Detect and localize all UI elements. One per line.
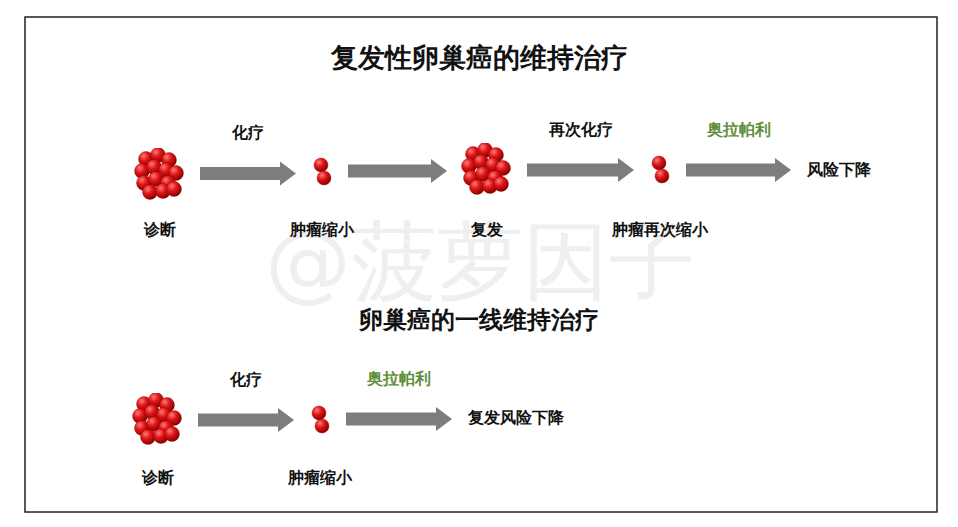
node-caption: 复发: [471, 220, 503, 241]
arrow-shaft: [686, 164, 775, 177]
thick-arrow: [198, 408, 294, 432]
arrow-shaft: [198, 414, 278, 427]
thick-arrow: [348, 159, 447, 183]
arrow-head: [431, 159, 447, 183]
tumor-cell: [167, 182, 182, 197]
cell-cluster: [132, 393, 184, 447]
cell-cluster: [308, 404, 332, 436]
cell-cluster: [310, 156, 334, 188]
cell-cluster: [648, 154, 672, 186]
arrow-shaft: [200, 167, 280, 180]
arrow-shaft: [348, 165, 431, 178]
arrow-label: 奥拉帕利: [367, 369, 431, 390]
cell-cluster-node: 肿瘤缩小: [308, 404, 332, 436]
thick-arrow: [200, 162, 296, 186]
node-caption: 诊断: [144, 220, 176, 241]
result-node: 风险下降: [805, 158, 873, 183]
arrow-head: [280, 162, 296, 186]
title: 复发性卵巢癌的维持治疗: [0, 40, 958, 76]
arrow-label: 再次化疗: [549, 120, 613, 141]
section-heading: 卵巢癌的一线维持治疗: [359, 304, 599, 336]
cell-cluster: [461, 143, 513, 197]
arrow-label: 化疗: [230, 370, 262, 391]
arrow-head: [278, 408, 294, 432]
node-caption: 肿瘤再次缩小: [612, 220, 708, 241]
tumor-cell: [143, 185, 158, 200]
arrow-head: [618, 158, 634, 182]
arrow-label: 奥拉帕利: [707, 120, 771, 141]
outer-border: [25, 17, 937, 512]
tumor-cell: [655, 169, 669, 183]
arrow-head: [436, 407, 452, 431]
node-caption: 肿瘤缩小: [290, 220, 354, 241]
cell-cluster: [134, 148, 186, 202]
arrow-label: 化疗: [232, 123, 264, 144]
thick-arrow: [346, 407, 452, 431]
arrow-shaft: [527, 164, 618, 177]
tumor-cell: [141, 430, 156, 445]
tumor-cell: [470, 180, 485, 195]
tumor-cell: [314, 158, 328, 172]
arrow-head: [775, 158, 791, 182]
arrow-shaft: [346, 413, 436, 426]
result-node: 复发风险下降: [466, 406, 566, 431]
node-text: 复发风险下降: [466, 406, 566, 431]
tumor-cell: [312, 406, 326, 420]
tumor-cell: [652, 156, 666, 170]
node-text: 风险下降: [805, 158, 873, 183]
cell-cluster-node: 复发: [461, 143, 513, 197]
cell-cluster-node: 诊断: [132, 393, 184, 447]
thick-arrow: [527, 158, 634, 182]
tumor-cell: [494, 177, 509, 192]
tumor-cell: [315, 419, 329, 433]
tumor-cell: [317, 171, 331, 185]
tumor-cell: [165, 427, 180, 442]
thick-arrow: [686, 158, 791, 182]
node-caption: 肿瘤缩小: [288, 468, 352, 489]
cell-cluster-node: 肿瘤缩小: [310, 156, 334, 188]
cell-cluster-node: 诊断: [134, 148, 186, 202]
cell-cluster-node: 肿瘤再次缩小: [648, 154, 672, 186]
node-caption: 诊断: [142, 468, 174, 489]
